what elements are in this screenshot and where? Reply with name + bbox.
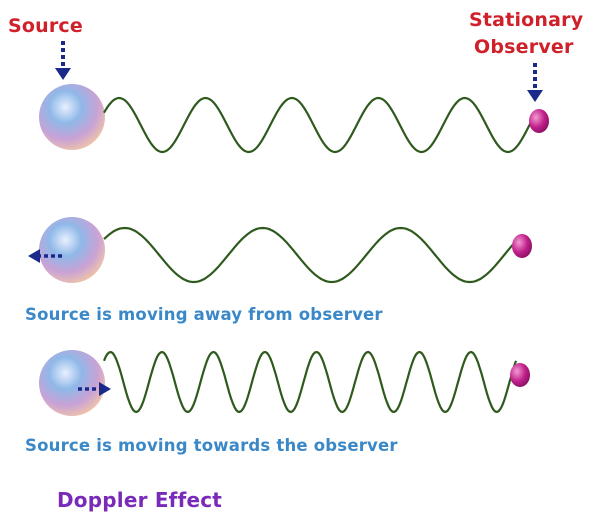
left-motion-arrow bbox=[28, 249, 62, 263]
source-circle-1 bbox=[39, 84, 105, 150]
right-motion-arrow bbox=[78, 382, 111, 396]
wave-moving-away bbox=[103, 226, 519, 284]
caption-towards: Source is moving towards the observer bbox=[25, 436, 398, 455]
caption-away: Source is moving away from observer bbox=[25, 305, 383, 324]
source-arrow bbox=[55, 41, 71, 80]
source-circle-2 bbox=[39, 217, 105, 283]
source-label: Source bbox=[8, 15, 83, 37]
observer-dot-1 bbox=[529, 109, 549, 133]
diagram-title: Doppler Effect bbox=[57, 488, 222, 512]
observer-label-line1: Stationary bbox=[469, 9, 584, 31]
source-circle-3 bbox=[39, 350, 105, 416]
observer-dot-3 bbox=[510, 363, 530, 387]
wave-stationary bbox=[103, 96, 537, 154]
observer-dot-2 bbox=[512, 234, 532, 258]
observer-arrow bbox=[527, 63, 543, 102]
observer-label-line2: Observer bbox=[474, 36, 574, 58]
wave-moving-towards bbox=[102, 350, 518, 414]
